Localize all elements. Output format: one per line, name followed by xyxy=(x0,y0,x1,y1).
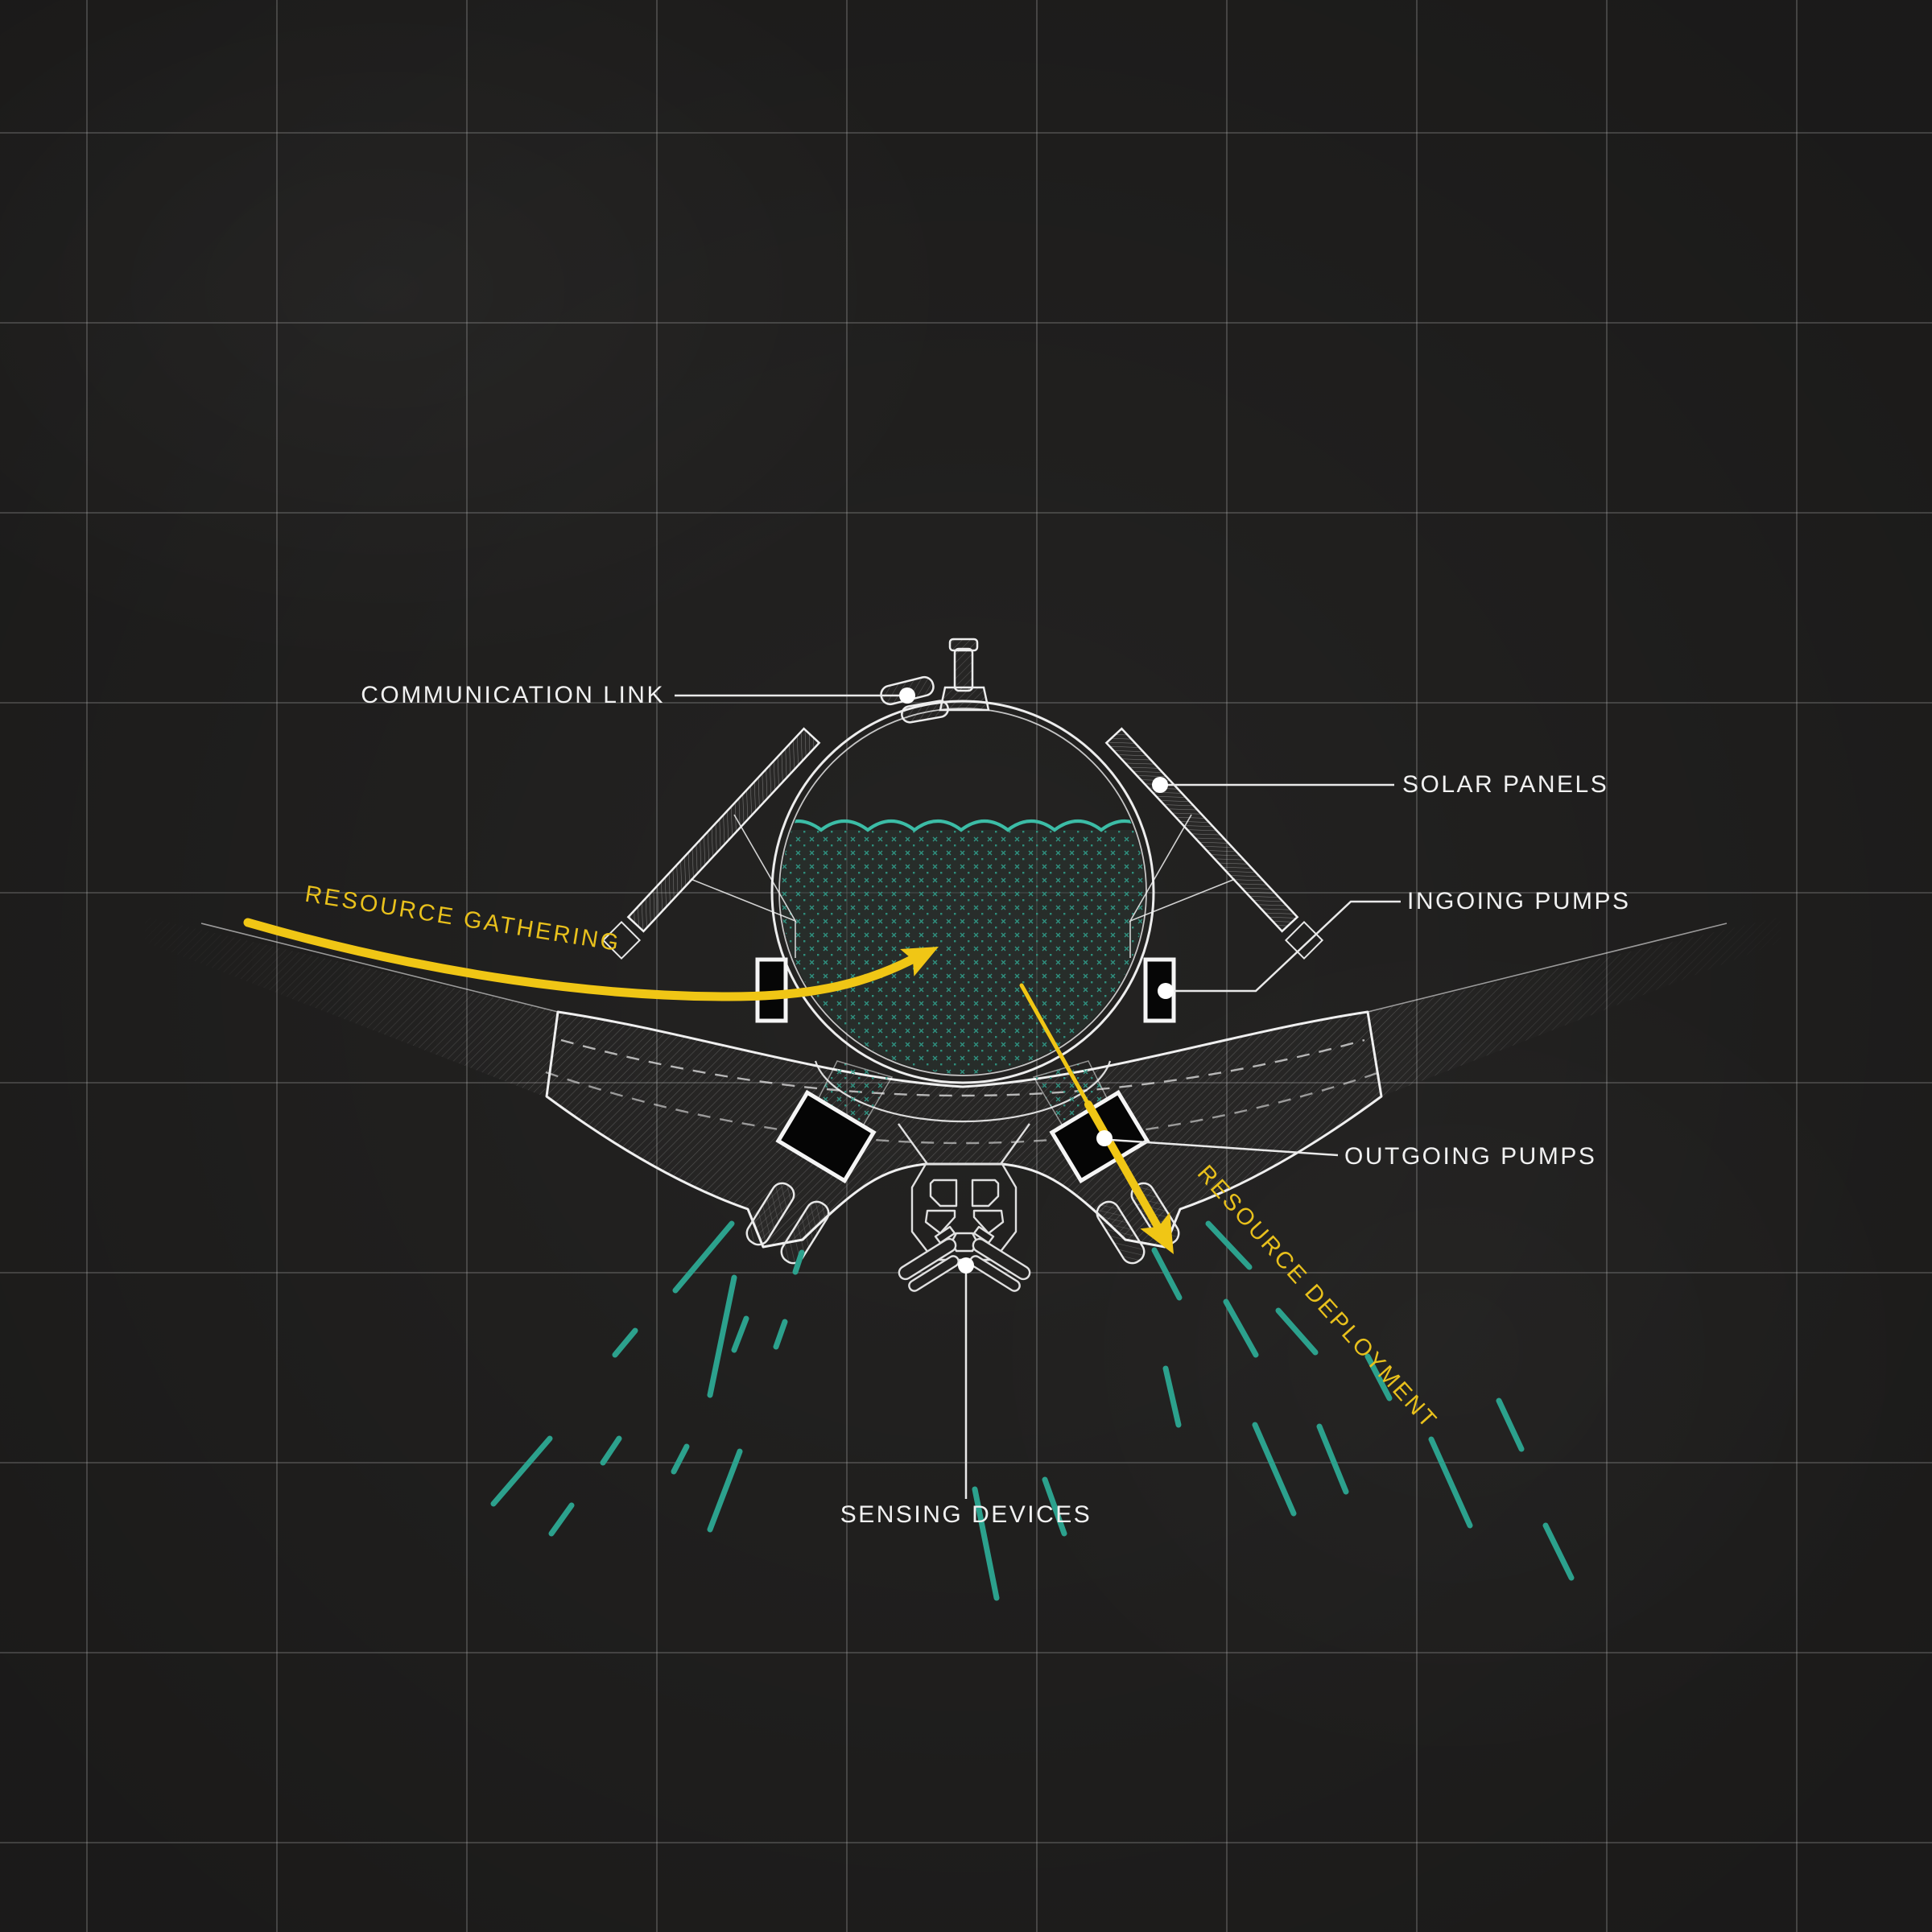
sensing-devices-label: SENSING DEVICES xyxy=(840,1501,1092,1528)
dashed-guide-lower xyxy=(545,1071,1381,1145)
left-wing-band xyxy=(145,917,558,1096)
spray-dash-right xyxy=(1042,1476,1067,1537)
spray-dash-right xyxy=(1162,1365,1182,1428)
sensing-devices-anchor xyxy=(958,1257,974,1274)
dashed-guide-upper xyxy=(560,1038,1365,1097)
spray-dash-right xyxy=(1205,1220,1253,1270)
leader-dots xyxy=(899,687,1174,1274)
spray-dash-left xyxy=(773,1319,788,1350)
ingoing-pumps-label: INGOING PUMPS xyxy=(1407,888,1631,914)
ingoing-pumps-leader xyxy=(1166,900,1401,993)
sensor-flower xyxy=(924,1179,1005,1253)
spray-dash-right xyxy=(1364,1353,1393,1402)
spray-dash-left xyxy=(671,1443,690,1475)
antenna-pill-lower xyxy=(901,700,949,724)
spray-dash-left xyxy=(600,1435,622,1466)
left-finger-inner xyxy=(780,1200,830,1265)
spray-dash-right xyxy=(1542,1522,1575,1581)
outgoing-pumps-leader xyxy=(1110,1138,1339,1157)
spray-dash-left xyxy=(612,1327,638,1358)
antenna-cluster xyxy=(880,638,990,724)
spray-dash-left xyxy=(792,1249,805,1275)
spray-dash-right xyxy=(1428,1436,1473,1529)
right-solar-panel xyxy=(1104,727,1299,933)
spray-dash-left xyxy=(672,1220,735,1294)
spray-dash-right xyxy=(1223,1298,1259,1358)
hull-body xyxy=(545,1010,1383,1249)
spray-dash-left xyxy=(707,1448,743,1533)
sensing-pod xyxy=(898,1123,1031,1292)
left-panel-struts xyxy=(690,814,797,958)
left-panel-joint xyxy=(601,920,642,960)
solar-panels-label: SOLAR PANELS xyxy=(1402,771,1609,798)
spray-dash-right xyxy=(1496,1397,1525,1452)
right-panel-joint xyxy=(1284,920,1324,960)
solar-panels-anchor xyxy=(1152,777,1168,793)
outgoing-pumps-label: OUTGOING PUMPS xyxy=(1344,1143,1597,1170)
nozzle-fingers xyxy=(745,1182,1180,1265)
outgoing-pumps-anchor xyxy=(1096,1130,1113,1146)
spray-dash-left xyxy=(707,1274,737,1398)
antenna-mast xyxy=(953,647,974,692)
communication-link-label: COMMUNICATION LINK xyxy=(361,682,665,708)
leader-lines xyxy=(675,694,1401,1499)
left-solar-panel xyxy=(626,727,821,933)
water-surface-wave xyxy=(781,819,1145,832)
spray-dash-left xyxy=(490,1435,553,1507)
right-finger-inner xyxy=(1096,1200,1146,1265)
spray-dash-left xyxy=(548,1502,575,1537)
ingoing-pumps-anchor xyxy=(1158,983,1174,999)
right-panel-struts xyxy=(1129,814,1236,958)
spray-dash-left xyxy=(731,1315,749,1353)
resource-deployment-arrow xyxy=(1019,983,1174,1254)
spray-dash-right xyxy=(1316,1423,1349,1495)
left-finger-outer xyxy=(745,1182,795,1246)
right-wing-rail xyxy=(1367,923,1728,1013)
resource-spray-lines xyxy=(490,1220,1575,1601)
resource-gathering-arrow xyxy=(243,918,939,1001)
left-outgoing-pump xyxy=(775,1089,877,1184)
left-wing-rail xyxy=(200,923,559,1013)
right-wing-band xyxy=(1368,917,1781,1096)
communication-link-anchor xyxy=(899,687,915,704)
spray-dash-right xyxy=(1275,1307,1319,1356)
spray-dash-right xyxy=(1252,1422,1297,1517)
tank-water xyxy=(781,819,1145,1074)
spray-dash-right xyxy=(972,1486,1000,1601)
spray-dash-right xyxy=(1151,1247,1183,1301)
sensor-feet xyxy=(898,1237,1031,1292)
